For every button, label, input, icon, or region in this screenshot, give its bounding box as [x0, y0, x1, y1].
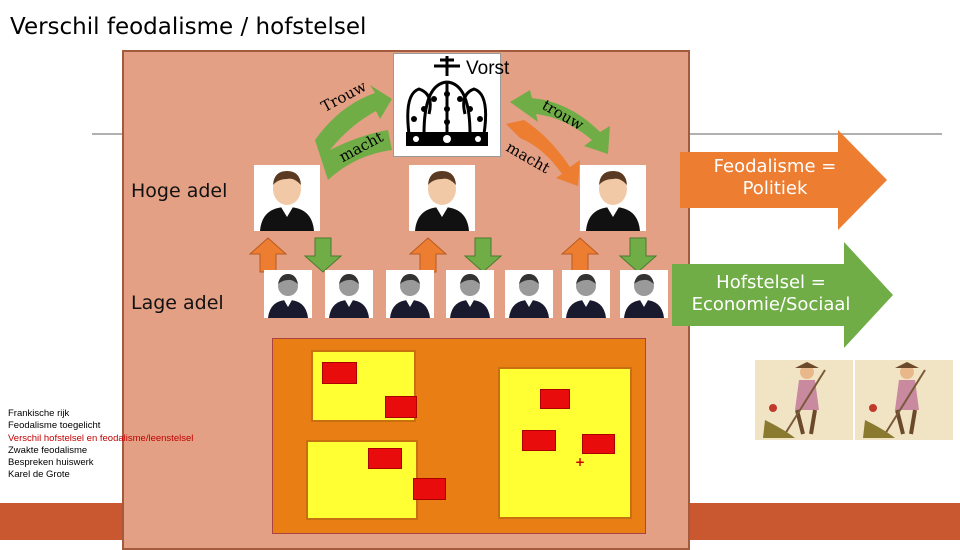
- building-rect: [322, 362, 357, 384]
- building-rect: [368, 448, 402, 469]
- down-arrow-icon: [618, 237, 658, 273]
- down-arrow-icon: [463, 237, 503, 273]
- building-rect: [522, 430, 556, 451]
- person-icon: [415, 171, 469, 231]
- right-curved-arrow: [506, 90, 610, 186]
- hoge-adel-label: Hoge adel: [131, 180, 228, 202]
- farmer-icon: [763, 362, 826, 438]
- nav-item[interactable]: Frankische rijk: [8, 408, 70, 419]
- left-curved-arrow: [315, 85, 392, 180]
- nav-item[interactable]: Verschil hofstelsel en feodalisme/leenst…: [8, 432, 194, 444]
- person-icon: [566, 274, 606, 318]
- right-arrow-icon: [672, 242, 893, 348]
- person-icon: [390, 274, 430, 318]
- page-title: Verschil feodalisme / hofstelsel: [10, 14, 367, 40]
- vassal-avatar: [505, 270, 553, 318]
- nav-item[interactable]: Zwakte feodalisme: [8, 444, 88, 456]
- vassal-avatar: [264, 270, 312, 318]
- noble-avatar: [409, 165, 475, 231]
- nav-item[interactable]: Karel de Grote: [8, 469, 70, 481]
- person-icon: [268, 274, 308, 318]
- building-rect: [540, 389, 570, 409]
- farmer-icon: [863, 362, 926, 438]
- crown-image: [393, 53, 501, 157]
- farmer-image: [755, 360, 853, 440]
- person-icon: [509, 274, 549, 318]
- plus-icon: +: [575, 455, 586, 469]
- vassal-avatar: [325, 270, 373, 318]
- person-icon: [329, 274, 369, 318]
- hofstelsel-arrow: Hofstelsel = Economie/Sociaal: [672, 242, 894, 348]
- vassal-avatar: [386, 270, 434, 318]
- lage-adel-label: Lage adel: [131, 292, 224, 314]
- building-rect: [385, 396, 417, 418]
- up-arrow-icon: [248, 237, 288, 273]
- vassal-avatar: [562, 270, 610, 318]
- noble-avatar: [254, 165, 320, 231]
- hofstelsel-text: Hofstelsel = Economie/Sociaal: [691, 272, 851, 315]
- up-arrow-icon: [408, 237, 448, 273]
- right-arrow-icon: [680, 130, 887, 230]
- person-icon: [624, 274, 664, 318]
- up-arrow-icon: [560, 237, 600, 273]
- noble-avatar: [580, 165, 646, 231]
- building-rect: [582, 434, 615, 454]
- feodalisme-text: Feodalisme = Politiek: [713, 156, 837, 199]
- vorst-label: Vorst: [466, 58, 510, 79]
- person-icon: [586, 171, 640, 231]
- crown-icon: [406, 56, 488, 146]
- nav-item[interactable]: Bespreken huiswerk: [8, 457, 94, 469]
- feodalisme-arrow: Feodalisme = Politiek: [680, 130, 888, 230]
- vassal-avatar: [446, 270, 494, 318]
- person-icon: [260, 171, 314, 231]
- building-rect: [413, 478, 446, 500]
- farmer-image: [855, 360, 953, 440]
- down-arrow-icon: [303, 237, 343, 273]
- vassal-avatar: [620, 270, 668, 318]
- person-icon: [450, 274, 490, 318]
- nav-item[interactable]: Feodalisme toegelicht: [8, 420, 101, 432]
